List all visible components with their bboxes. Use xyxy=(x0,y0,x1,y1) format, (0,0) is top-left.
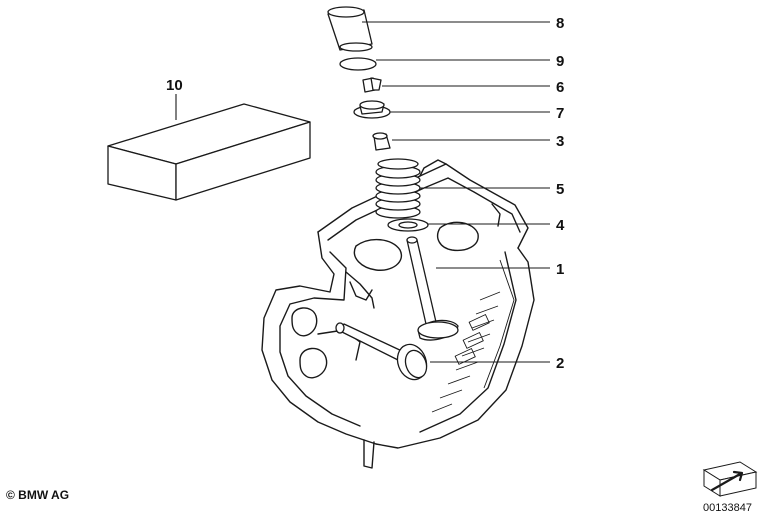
valve-stem-seal xyxy=(372,132,391,151)
callout-1: 1 xyxy=(556,261,564,278)
valve-collets xyxy=(362,77,382,93)
cylinder-head xyxy=(261,159,535,469)
valve-upper xyxy=(406,236,459,341)
callout-9: 9 xyxy=(556,53,564,70)
callout-3: 3 xyxy=(556,133,564,150)
callout-10: 10 xyxy=(166,77,183,94)
valve-kit-box xyxy=(107,103,311,201)
diagram-id: 00133847 xyxy=(703,502,752,514)
arrow-icon xyxy=(702,461,758,497)
callout-2: 2 xyxy=(556,355,564,372)
copyright-text: © BMW AG xyxy=(6,488,70,502)
leader-lines xyxy=(175,21,550,363)
adjusting-shim xyxy=(339,57,377,71)
valve-lower xyxy=(335,322,428,381)
bucket-tappet xyxy=(327,6,373,52)
callout-8: 8 xyxy=(556,15,564,32)
valve-spring xyxy=(375,158,421,219)
callout-6: 6 xyxy=(556,79,564,96)
callout-7: 7 xyxy=(556,105,564,122)
callout-4: 4 xyxy=(556,217,565,234)
spring-retainer xyxy=(353,100,391,119)
callout-5: 5 xyxy=(556,181,564,198)
seal-ring xyxy=(387,218,429,232)
